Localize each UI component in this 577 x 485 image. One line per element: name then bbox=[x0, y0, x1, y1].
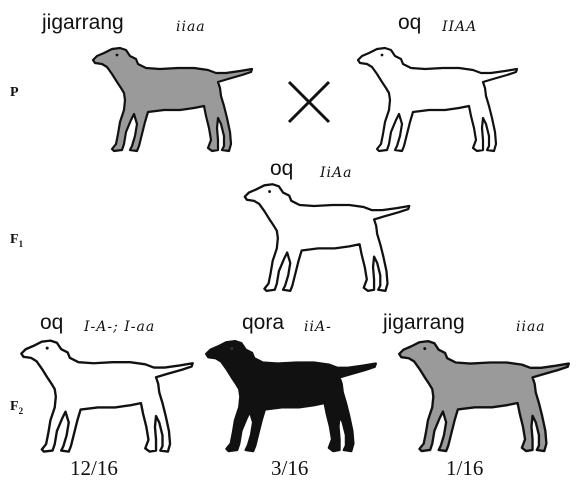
generation-label-p: P bbox=[10, 86, 19, 100]
generation-f1-text: F bbox=[10, 232, 19, 247]
dog-silhouette bbox=[20, 339, 194, 453]
dog-silhouette bbox=[398, 339, 570, 453]
dog-eye bbox=[230, 347, 234, 351]
generation-label-f2: F2 bbox=[10, 400, 23, 416]
f2-jigarrang-genotype: iiaa bbox=[516, 319, 546, 335]
f2-qora-phenotype: qora bbox=[242, 311, 285, 334]
dog-f2-qora bbox=[205, 339, 377, 453]
f1-phenotype: oq bbox=[270, 157, 294, 180]
dog-f2-oq bbox=[20, 339, 194, 453]
dog-eye bbox=[423, 347, 427, 351]
generation-label-f1: F1 bbox=[10, 233, 23, 249]
dog-f1 bbox=[243, 183, 411, 292]
dog-silhouette bbox=[91, 46, 254, 153]
generation-f1-subscript: 1 bbox=[18, 238, 24, 249]
parent-left-phenotype: jigarrang bbox=[42, 11, 124, 34]
dog-parent-right bbox=[356, 46, 519, 153]
dog-parent-left bbox=[91, 46, 254, 153]
f2-qora-ratio: 3/16 bbox=[271, 456, 309, 480]
dog-f2-jigarrang bbox=[398, 339, 570, 453]
dog-silhouette bbox=[205, 339, 377, 453]
dog-eye bbox=[380, 53, 384, 57]
cross-icon bbox=[287, 80, 331, 124]
dog-eye bbox=[268, 190, 272, 193]
f2-oq-phenotype: oq bbox=[40, 311, 64, 334]
f2-jigarrang-phenotype: jigarrang bbox=[383, 311, 465, 334]
f2-oq-ratio: 12/16 bbox=[70, 456, 118, 480]
f2-jigarrang-ratio: 1/16 bbox=[446, 456, 484, 480]
parent-right-phenotype: oq bbox=[398, 11, 422, 34]
dog-eye bbox=[45, 346, 49, 350]
generation-f2-subscript: 2 bbox=[18, 405, 24, 416]
parent-right-genotype: IIAA bbox=[442, 19, 478, 35]
f2-qora-genotype: iiA- bbox=[304, 319, 332, 335]
dog-silhouette bbox=[356, 46, 519, 153]
f2-oq-genotype: I-A-; I-aa bbox=[84, 319, 156, 335]
dog-silhouette bbox=[243, 183, 411, 292]
parent-left-genotype: iiaa bbox=[176, 19, 206, 35]
dog-eye bbox=[115, 53, 119, 57]
generation-f2-text: F bbox=[10, 399, 19, 414]
generation-p-text: P bbox=[10, 85, 19, 100]
f1-genotype: IiAa bbox=[320, 165, 353, 181]
